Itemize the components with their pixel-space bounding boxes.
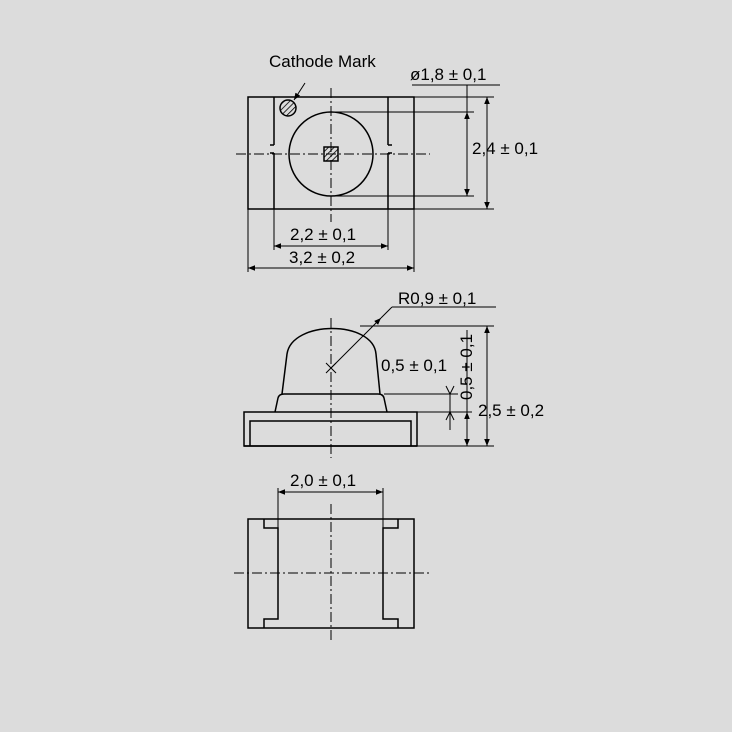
base-height-label: 0,5 ± 0,1 (457, 334, 476, 400)
top-view-right-notch (388, 144, 392, 154)
top-view-left-notch (270, 144, 274, 154)
cathode-mark-icon (279, 99, 297, 117)
lens-radius-label: R0,9 ± 0,1 (398, 289, 476, 308)
side-view: R0,9 ± 0,1 0,5 ± 0,1 0,5 ± 0,1 2,5 ± 0,2 (243, 289, 544, 458)
top-view: Cathode Mark ø1,8 ± 0,1 2,4 ± 0,1 2,2 ± … (236, 52, 538, 272)
cathode-mark-label: Cathode Mark (269, 52, 376, 71)
lens-diameter-label: ø1,8 ± 0,1 (410, 65, 486, 84)
pad-spacing-label: 2,0 ± 0,1 (290, 471, 356, 490)
overall-height-label: 2,5 ± 0,2 (478, 401, 544, 420)
overall-width-label: 3,2 ± 0,2 (289, 248, 355, 267)
cathode-mark-leader (293, 82, 306, 101)
top-body-height-label: 2,4 ± 0,1 (472, 139, 538, 158)
lens-offset-label: 0,5 ± 0,1 (381, 356, 447, 375)
side-view-lens-dome (281, 327, 381, 395)
lens-radius-leader-extension (380, 306, 393, 319)
bottom-view: 2,0 ± 0,1 (234, 471, 430, 642)
inner-width-label: 2,2 ± 0,1 (290, 225, 356, 244)
